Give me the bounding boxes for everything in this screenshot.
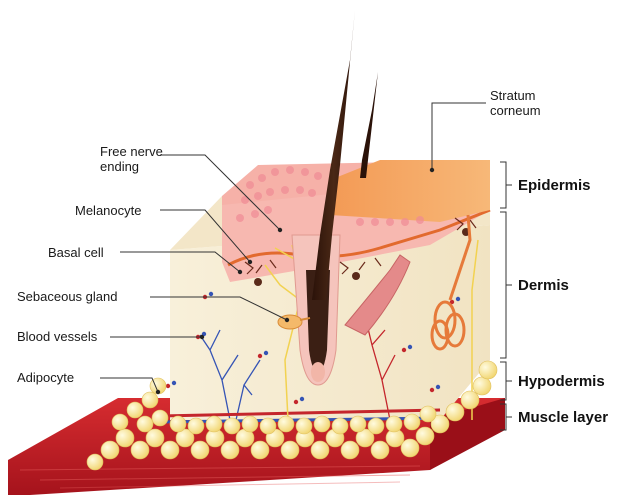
- label-stratum-corneum-line2: corneum: [490, 103, 541, 118]
- layer-label-muscle: Muscle layer: [518, 409, 608, 427]
- layer-brackets: [500, 162, 512, 430]
- layer-label-epidermis: Epidermis: [518, 177, 591, 195]
- layer-label-dermis: Dermis: [518, 277, 569, 295]
- label-stratum-corneum-line1: Stratum: [490, 88, 541, 103]
- label-sebaceous-gland: Sebaceous gland: [17, 289, 117, 304]
- layer-label-hypodermis: Hypodermis: [518, 373, 605, 391]
- label-free-nerve-ending: Free nerve ending: [100, 144, 163, 174]
- label-blood-vessels: Blood vessels: [17, 329, 97, 344]
- label-adipocyte: Adipocyte: [17, 370, 74, 385]
- label-stratum-corneum: Stratum corneum: [490, 88, 541, 118]
- label-free-nerve-line2: ending: [100, 159, 163, 174]
- label-basal-cell: Basal cell: [48, 245, 104, 260]
- label-free-nerve-line1: Free nerve: [100, 144, 163, 159]
- label-melanocyte: Melanocyte: [75, 203, 141, 218]
